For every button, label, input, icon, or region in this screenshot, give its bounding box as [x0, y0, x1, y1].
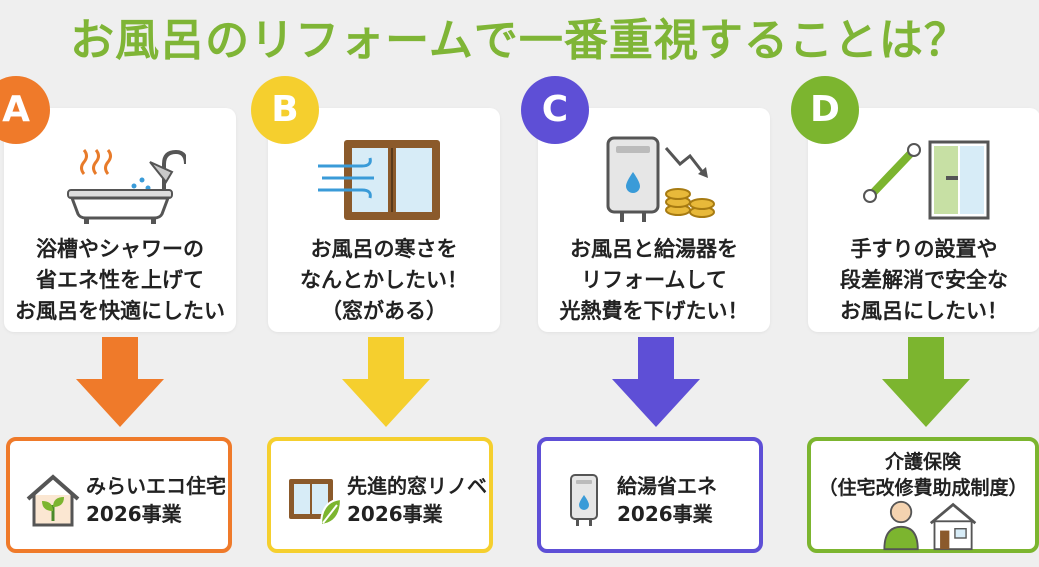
water-heater-icon: [570, 474, 598, 526]
result-box-d[interactable]: 介護保険 （住宅改修費助成制度）: [807, 437, 1039, 553]
water-heater-coins-icon: [606, 136, 715, 222]
option-badge-c: C: [521, 76, 589, 144]
elderly-house-icon: [883, 500, 977, 551]
option-text-b: お風呂の寒さを なんとかしたい！ （窓がある）: [300, 237, 468, 323]
eco-window-icon: [289, 479, 343, 527]
result-text-d: 介護保険 （住宅改修費助成制度）: [818, 451, 1028, 499]
bathtub-shower-icon: [67, 149, 186, 224]
arrow-down-icon: [76, 337, 164, 427]
eco-house-icon: [26, 474, 80, 527]
arrow-down-icon: [882, 337, 970, 427]
page-title: お風呂のリフォームで一番重視することは？: [70, 15, 969, 66]
option-text-d: 手すりの設置や 段差解消で安全な お風呂にしたい！: [840, 237, 1008, 323]
result-text-b: 先進的窓リノベ 2026事業: [347, 474, 487, 526]
option-badge-b: B: [251, 76, 319, 144]
result-box-a[interactable]: みらいエコ住宅 2026事業: [6, 437, 232, 553]
arrow-down-icon: [342, 337, 430, 427]
cold-window-icon: [318, 140, 440, 220]
option-text-a: 浴槽やシャワーの 省エネ性を上げて お風呂を快適にしたい: [15, 237, 225, 323]
option-card-b[interactable]: お風呂の寒さを なんとかしたい！ （窓がある）: [268, 108, 500, 332]
arrow-down-icon: [612, 337, 700, 427]
option-card-c[interactable]: お風呂と給湯器を リフォームして 光熱費を下げたい！: [538, 108, 770, 332]
result-text-a: みらいエコ住宅 2026事業: [86, 474, 226, 526]
result-box-c[interactable]: 給湯省エネ 2026事業: [537, 437, 763, 553]
option-badge-d: D: [791, 76, 859, 144]
option-text-c: お風呂と給湯器を リフォームして 光熱費を下げたい！: [559, 237, 749, 323]
option-badge-a: A: [0, 76, 50, 144]
option-card-a[interactable]: 浴槽やシャワーの 省エネ性を上げて お風呂を快適にしたい: [4, 108, 236, 332]
result-text-c: 給湯省エネ 2026事業: [617, 474, 717, 526]
result-box-b[interactable]: 先進的窓リノベ 2026事業: [267, 437, 493, 553]
option-card-d[interactable]: 手すりの設置や 段差解消で安全な お風呂にしたい！: [808, 108, 1039, 332]
handrail-door-icon: [863, 140, 990, 220]
